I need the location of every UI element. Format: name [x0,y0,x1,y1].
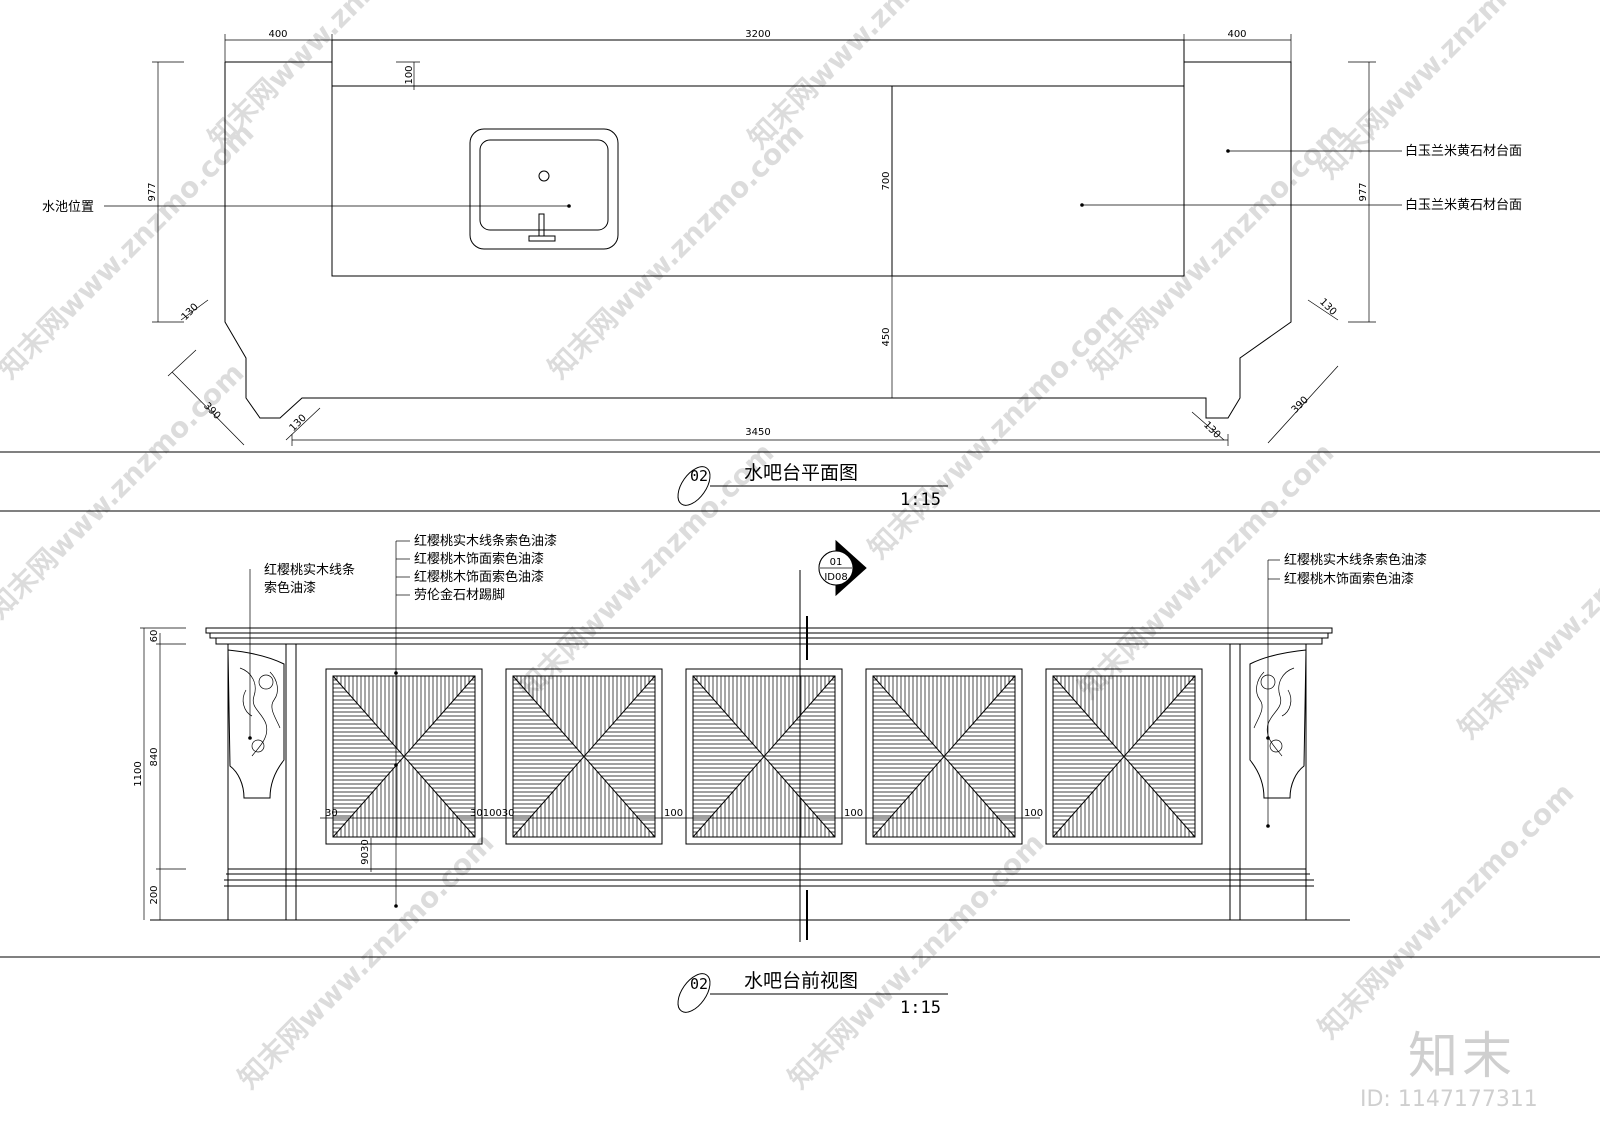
plan-title-number: 02 [690,467,708,485]
watermark-text: 知末网www.znzmo.com [0,116,260,385]
elevation-view: 01 ID08 60 840 1100 200 30 3010030 100 1… [0,533,1600,1018]
door-panel [505,668,663,845]
elev-title-number: 02 [690,975,708,993]
watermark-text: 知末网www.znzmo.com [1452,476,1600,745]
dim-100-a: 100 [664,808,683,819]
dim-30: 30 [325,808,338,819]
note-right-1: 红樱桃实木线条索色油漆 [1284,552,1427,568]
dim-100-plan: 100 [404,65,415,84]
dim-450: 450 [881,327,892,346]
watermark-text: 知末网www.znzmo.com [1072,436,1341,705]
dim-200: 200 [149,885,160,904]
section-number: 01 [830,557,843,568]
dim-130-left-bottom: 130 [288,413,309,434]
watermark-text: 知末网www.znzmo.com [0,356,250,625]
note-right-2: 红樱桃木饰面索色油漆 [1284,571,1414,587]
dim-1100: 1100 [133,761,144,786]
watermark-text: 知末网www.znzmo.com [1082,116,1351,385]
note-mid-2: 红樱桃木饰面索色油漆 [414,551,544,567]
dim-700: 700 [881,171,892,190]
dim-840: 840 [149,747,160,766]
brand-watermark: 知末 [1408,1027,1516,1085]
dim-400-right: 400 [1227,29,1246,40]
sink-outer [469,128,619,250]
note-mid-4: 劳伦金石材踢脚 [414,587,505,603]
dim-130-right-top: 130 [1317,297,1338,318]
note-mid-3: 红樱桃木饰面索色油漆 [414,569,544,585]
watermark-text: 知末网www.znzmo.com [202,0,471,155]
dim-9030: 9030 [360,839,371,864]
plan-title: 水吧台平面图 [744,462,858,484]
dim-977-left: 977 [147,182,158,201]
dim-3010030: 3010030 [470,808,515,819]
door-panel [325,668,483,845]
dim-100-c: 100 [1024,808,1043,819]
dim-3200: 3200 [745,29,770,40]
dim-130-left-top: 130 [180,302,201,323]
plan-scale: 1:15 [900,490,941,510]
plan-top-inner [331,62,1185,277]
note-left-line2: 索色油漆 [264,580,316,596]
note-sink-position: 水池位置 [42,200,94,215]
dim-390-right: 390 [1290,395,1311,416]
watermark-text: 知末网www.znzmo.com [232,826,501,1095]
watermark-text: 知末网www.znzmo.com [782,826,1051,1095]
elev-title: 水吧台前视图 [744,970,858,992]
plan-outline [224,39,1292,419]
watermark-text: 知末网www.znzmo.com [542,116,811,385]
door-panels [325,668,1203,845]
id-watermark: ID: 1147177311 [1360,1087,1538,1112]
note-mid-1: 红樱桃实木线条索色油漆 [414,533,557,549]
door-panel [865,668,1023,845]
note-left-line1: 红樱桃实木线条 [264,562,355,578]
watermark-text: 知末网www.znzmo.com [742,0,1011,155]
watermark-text: 知末网www.znzmo.com [1312,776,1581,1045]
left-corbel [227,649,285,799]
note-countertop-1: 白玉兰米黄石材台面 [1405,143,1522,159]
note-countertop-2: 白玉兰米黄石材台面 [1405,197,1522,213]
door-panel [1045,668,1203,845]
watermark-text: 知末网www.znzmo.com [862,296,1131,565]
dim-100-b: 100 [844,808,863,819]
dim-60: 60 [149,630,160,643]
dim-3450: 3450 [745,427,770,438]
elev-scale: 1:15 [900,998,941,1018]
section-sheet: ID08 [824,572,847,583]
dim-400-left: 400 [268,29,287,40]
sink-faucet [538,213,545,237]
right-corbel [1249,649,1307,799]
door-panel [685,668,843,845]
dim-977-right: 977 [1358,182,1369,201]
sink-drain [538,170,550,182]
watermark-text: 知末网www.znzmo.com [512,436,781,705]
